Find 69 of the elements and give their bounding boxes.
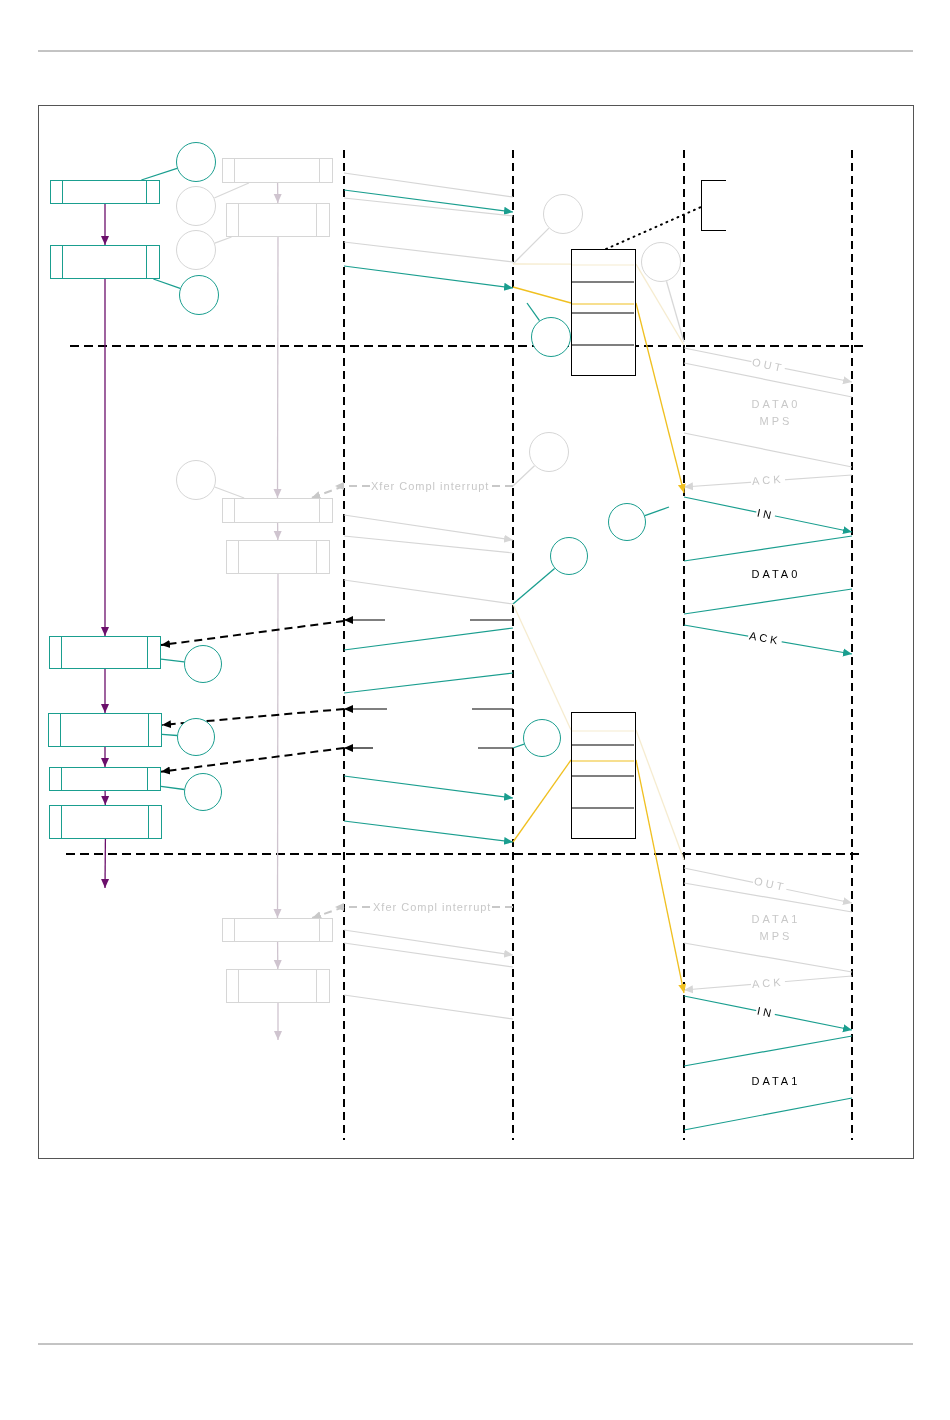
process-box: [222, 918, 333, 942]
arrow: [273, 236, 282, 499]
callout-circle: [176, 142, 216, 182]
arrow: [635, 759, 687, 994]
arrow: [160, 747, 345, 775]
callout-circle: [543, 194, 583, 234]
arrow: [273, 522, 282, 541]
process-box: [226, 969, 330, 1003]
arrow: [273, 941, 282, 970]
process-box: [48, 713, 162, 747]
fifo-stack: [571, 712, 636, 839]
process-box: [226, 540, 330, 574]
process-box: [49, 636, 161, 669]
arrow: [101, 838, 110, 889]
callout-circle: [176, 460, 216, 500]
line: [512, 286, 572, 304]
line: [512, 603, 572, 731]
callout-circle: [523, 719, 561, 757]
line: [512, 743, 525, 749]
line: [526, 302, 541, 322]
line: [635, 263, 685, 346]
line: [512, 263, 572, 265]
line: [512, 567, 556, 605]
line: [160, 785, 185, 791]
callout-circle: [184, 773, 222, 811]
arrow: [101, 790, 110, 806]
line: [152, 278, 181, 290]
arrow: [101, 668, 109, 714]
line: [140, 167, 178, 181]
process-box: [50, 180, 160, 204]
arrow: [274, 1002, 282, 1041]
fifo-stack: [571, 249, 636, 376]
line: [160, 658, 185, 663]
callout-circle: [179, 275, 219, 315]
arrow: [273, 573, 282, 919]
line: [214, 236, 233, 244]
arrow: [101, 278, 109, 637]
line: [512, 227, 550, 265]
line: [161, 733, 178, 737]
process-box: [226, 203, 330, 237]
arrow: [273, 182, 282, 204]
line: [635, 729, 685, 861]
arrow: [101, 746, 109, 768]
line: [213, 182, 250, 199]
process-box: [49, 805, 162, 839]
process-box: [222, 158, 333, 183]
process-box: [222, 498, 333, 523]
dotted-line: [605, 206, 702, 250]
callout-circle: [608, 503, 646, 541]
arrow: [160, 620, 345, 648]
callout-circle: [529, 432, 569, 472]
callout-circle: [531, 317, 571, 357]
bracket: [701, 180, 726, 231]
line: [644, 506, 670, 517]
arrow: [161, 708, 345, 729]
callout-circle: [177, 718, 215, 756]
line: [512, 759, 572, 843]
arrow: [101, 203, 109, 246]
line: [665, 280, 685, 343]
callout-circle: [550, 537, 588, 575]
callout-circle: [641, 242, 681, 282]
arrow: [635, 302, 686, 494]
line: [512, 465, 536, 487]
callout-circle: [176, 186, 216, 226]
line: [214, 486, 245, 499]
callout-circle: [184, 645, 222, 683]
process-box: [49, 767, 161, 791]
process-box: [50, 245, 160, 279]
callout-circle: [176, 230, 216, 270]
